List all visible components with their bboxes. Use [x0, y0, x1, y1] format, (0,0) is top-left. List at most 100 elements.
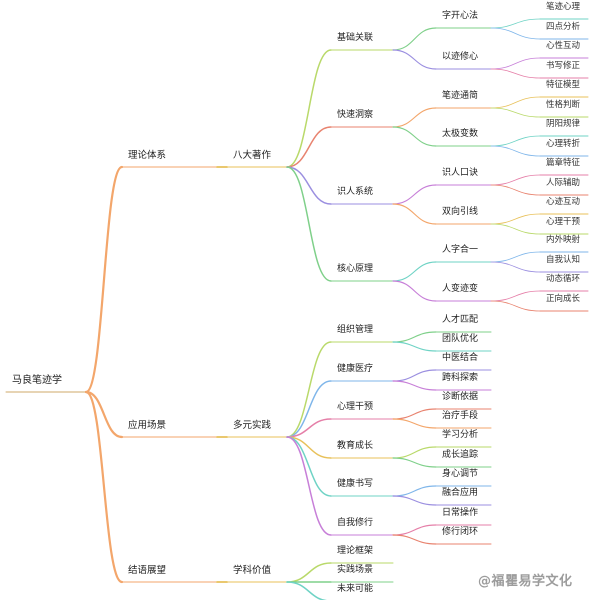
topic-node[interactable]: 健康书写: [337, 479, 374, 489]
leaf-node[interactable]: 书写修正: [546, 61, 581, 71]
leaf-node[interactable]: 心理转折: [546, 139, 581, 149]
connector-line: [392, 369, 437, 382]
subtopic-node[interactable]: 双向引线: [442, 207, 479, 217]
connector-line: [392, 261, 437, 282]
branch-node-application[interactable]: 应用场景: [128, 420, 167, 431]
subtopic-node[interactable]: 以迹修心: [442, 52, 479, 62]
topic-node[interactable]: 组织管理: [337, 325, 374, 335]
connector-line: [490, 68, 541, 79]
connector-line: [490, 57, 541, 70]
topic-node[interactable]: 快速洞察: [337, 110, 374, 120]
connector-line: [392, 446, 437, 459]
branch-node-theory[interactable]: 理论体系: [128, 150, 167, 161]
connector-line: [286, 380, 332, 438]
subtopic-node[interactable]: 日常操作: [442, 508, 479, 518]
subtopic-node[interactable]: 人才匹配: [442, 315, 479, 325]
connector-line: [286, 581, 329, 600]
topic-node[interactable]: 心理干预: [337, 402, 374, 412]
topic-node[interactable]: 实践场景: [337, 565, 374, 575]
connector-line: [490, 213, 541, 225]
subtopic-node[interactable]: 身心调节: [442, 469, 479, 479]
connector-line: [490, 223, 541, 235]
connector-line: [490, 290, 541, 302]
leaf-node[interactable]: 自我认知: [546, 255, 581, 265]
branch-child-works[interactable]: 八大著作: [233, 150, 272, 161]
connector-line: [392, 203, 437, 225]
leaf-node[interactable]: 内外映射: [546, 235, 581, 245]
leaf-node[interactable]: 阴阳规律: [546, 119, 581, 129]
leaf-node[interactable]: 人际辅助: [546, 178, 581, 188]
subtopic-node[interactable]: 中医结合: [442, 353, 479, 363]
connector-line: [490, 135, 541, 147]
connector-line: [490, 145, 541, 157]
leaf-node[interactable]: 篇章特征: [546, 158, 581, 168]
connector-line: [490, 107, 541, 118]
connector-line: [286, 126, 332, 168]
subtopic-node[interactable]: 诊断依据: [442, 392, 479, 402]
leaf-node[interactable]: 心迹互动: [546, 197, 581, 207]
topic-node[interactable]: 理论框架: [337, 546, 374, 556]
topic-node[interactable]: 自我修行: [337, 518, 374, 528]
leaf-node[interactable]: 正向成长: [546, 294, 581, 304]
connector-line: [392, 27, 437, 51]
connector-line: [392, 418, 437, 429]
leaf-node[interactable]: 笔迹心理: [546, 2, 581, 12]
connector-line: [392, 408, 437, 420]
connector-line: [392, 331, 437, 343]
subtopic-node[interactable]: 跨科探索: [442, 373, 479, 383]
connector-line: [392, 485, 437, 497]
branch-child-value[interactable]: 学科价值: [233, 565, 272, 576]
connector-line: [286, 418, 332, 438]
subtopic-node[interactable]: 修行闭环: [442, 527, 479, 537]
subtopic-node[interactable]: 字开心法: [442, 11, 479, 21]
subtopic-node[interactable]: 人字合一: [442, 245, 479, 255]
topic-node[interactable]: 教育成长: [337, 441, 374, 451]
topic-node[interactable]: 基础关联: [337, 33, 374, 43]
connector-line: [286, 436, 332, 536]
subtopic-node[interactable]: 学习分析: [442, 430, 479, 440]
topic-node[interactable]: 健康医疗: [337, 364, 374, 374]
leaf-node[interactable]: 性格判断: [546, 100, 581, 110]
connector-line: [286, 341, 332, 438]
connector-line: [392, 380, 437, 391]
connector-line: [392, 524, 437, 536]
connector-line: [392, 495, 437, 506]
connector-line: [490, 174, 541, 186]
leaf-node[interactable]: 心性互动: [546, 41, 581, 51]
watermark: @福瞿易学文化: [478, 574, 573, 589]
leaf-node[interactable]: 特征模型: [546, 80, 581, 90]
subtopic-node[interactable]: 太极变数: [442, 129, 479, 139]
subtopic-node[interactable]: 笔迹通简: [442, 91, 479, 101]
connector-line: [286, 436, 332, 497]
subtopic-node[interactable]: 治疗手段: [442, 411, 479, 421]
leaf-node[interactable]: 心理干预: [546, 217, 581, 227]
leaf-node[interactable]: 动态循环: [546, 274, 581, 284]
connector-line: [84, 165, 124, 394]
connector-line: [392, 534, 437, 545]
subtopic-node[interactable]: 成长追踪: [442, 450, 479, 460]
root-node[interactable]: 马良笔迹学: [12, 375, 62, 386]
subtopic-node[interactable]: 融合应用: [442, 488, 479, 498]
topic-node[interactable]: 核心原理: [337, 264, 374, 274]
connector-line: [490, 96, 541, 109]
branch-child-practice[interactable]: 多元实践: [233, 420, 272, 431]
topic-node[interactable]: 未来可能: [337, 584, 374, 594]
connector-line: [84, 390, 124, 584]
connector-line: [392, 107, 437, 128]
subtopic-node[interactable]: 人变迹变: [442, 284, 479, 294]
subtopic-node[interactable]: 识人口诀: [442, 168, 479, 178]
leaf-node[interactable]: 四点分析: [546, 22, 581, 32]
topic-node[interactable]: 识人系统: [337, 187, 374, 197]
subtopic-node[interactable]: 团队优化: [442, 334, 479, 344]
connector-line: [286, 166, 332, 205]
connector-line: [490, 251, 541, 263]
connector-line: [286, 166, 332, 282]
connector-line: [286, 562, 332, 583]
connector-line: [392, 280, 437, 302]
connector-line: [286, 49, 332, 168]
connector-line: [392, 457, 437, 468]
connector-line: [490, 184, 541, 196]
branch-node-outlook[interactable]: 结语展望: [128, 565, 167, 576]
